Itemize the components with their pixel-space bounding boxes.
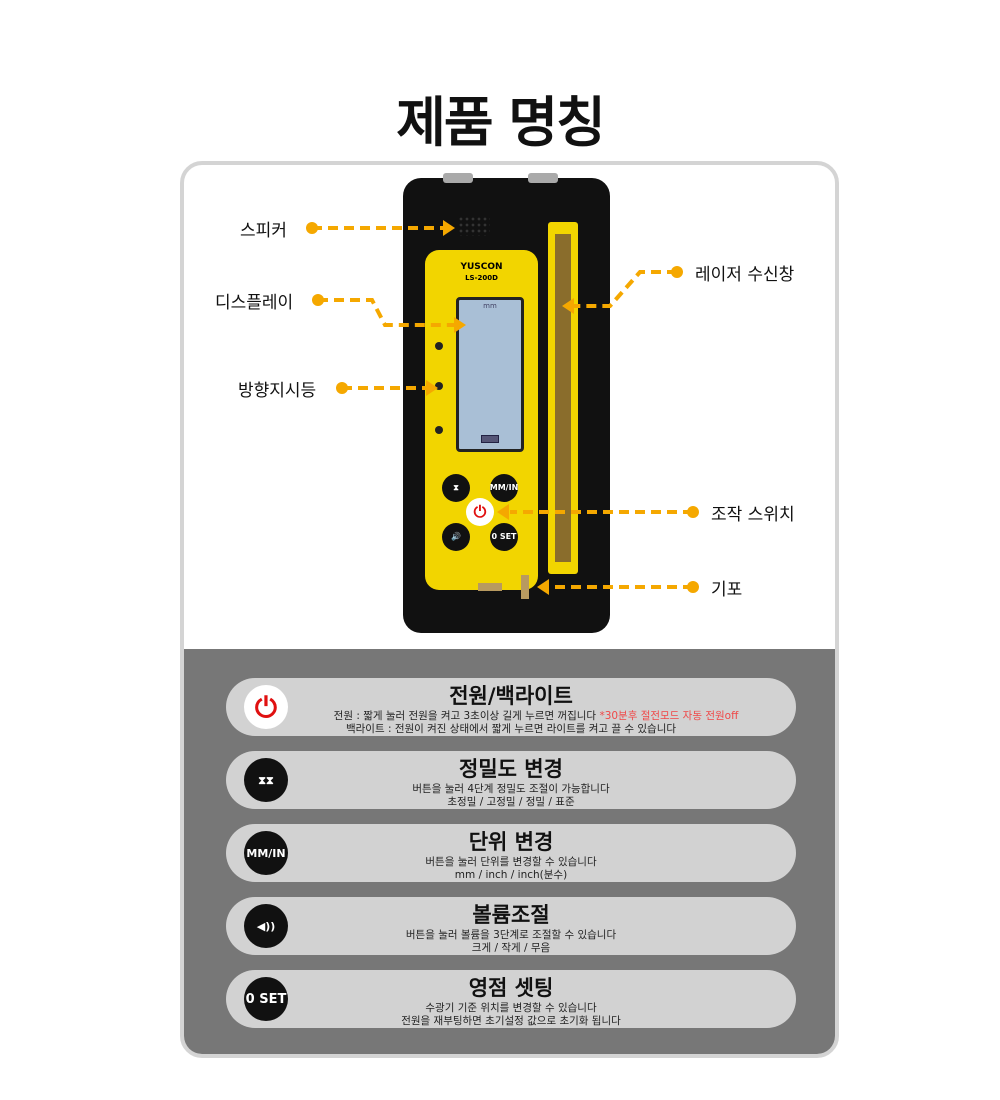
feature-desc: 수광기 기준 위치를 변경할 수 있습니다 [425,1002,597,1014]
feature-title: 정밀도 변경 [459,757,563,781]
model-name: LS-200D [465,274,498,282]
feature-title: 전원/백라이트 [449,684,573,708]
unit-readout: mm [483,302,497,310]
brand-logo: YUSCON [460,262,503,272]
feature-desc: 초정밀 / 고정밀 / 정밀 / 표준 [447,796,575,808]
feature-title: 단위 변경 [468,830,554,854]
label-speaker: 스피커 [240,221,287,241]
feature-volume: ◀)) 볼륨조절 버튼을 눌러 볼륨을 3단계로 조절할 수 있습니다 크게 /… [226,897,796,955]
top-knob [528,173,558,183]
label-direction-led: 방향지시등 [238,381,317,401]
volume-icon: ◀)) [244,904,288,948]
feature-zero-set: 0 SET 영점 셋팅 수광기 기준 위치를 변경할 수 있습니다 전원을 재부… [226,970,796,1028]
feature-desc: 버튼을 눌러 단위를 변경할 수 있습니다 [425,856,597,868]
label-laser-window: 레이저 수신창 [695,265,795,285]
label-bubble: 기포 [711,580,743,600]
precision-icon: ⧗⧗ [244,758,288,802]
feature-title: 볼륨조절 [472,903,550,927]
power-button[interactable]: ⏻ [466,498,494,526]
precision-button[interactable]: ⧗ [442,474,470,502]
feature-desc-text: 전원 : 짧게 눌러 전원을 켜고 3초이상 길게 누르면 꺼집니다 [333,710,597,722]
bubble-level [521,575,529,599]
unit-button[interactable]: MM/IN [490,474,518,502]
direction-led [435,382,443,390]
page-title: 제품 명칭 [396,91,606,154]
feature-desc: 크게 / 작게 / 무음 [471,942,551,954]
feature-desc: 버튼을 눌러 4단계 정밀도 조절이 가능합니다 [412,783,610,795]
feature-note: *30분후 절전모드 자동 전원off [599,710,739,722]
direction-led [435,342,443,350]
zero-set-button[interactable]: 0 SET [490,523,518,551]
lcd-display: mm [456,297,524,452]
direction-led [435,426,443,434]
feature-desc: 전원 : 짧게 눌러 전원을 켜고 3초이상 길게 누르면 꺼집니다 *30분후… [226,708,796,723]
bubble-level [478,583,502,591]
feature-desc: mm / inch / inch(분수) [454,869,568,881]
feature-section: ⏻ 전원/백라이트 전원 : 짧게 눌러 전원을 켜고 3초이상 길게 누르면 … [184,649,835,1054]
label-display: 디스플레이 [215,293,294,313]
feature-desc: 버튼을 눌러 볼륨을 3단계로 조절할 수 있습니다 [405,929,617,941]
feature-title: 영점 셋팅 [468,976,554,1000]
feature-precision: ⧗⧗ 정밀도 변경 버튼을 눌러 4단계 정밀도 조절이 가능합니다 초정밀 /… [226,751,796,809]
label-control-switch: 조작 스위치 [711,505,795,525]
laser-receiver-device: YUSCON LS-200D mm ⧗ MM/IN ⏻ 🔊 0 SET [403,173,610,633]
feature-desc: 백라이트 : 전원이 켜진 상태에서 짧게 누르면 라이트를 켜고 끌 수 있습… [345,723,677,735]
feature-unit: MM/IN 단위 변경 버튼을 눌러 단위를 변경할 수 있습니다 mm / i… [226,824,796,882]
battery-icon [481,435,499,443]
feature-desc: 전원을 재부팅하면 초기설정 값으로 초기화 됩니다 [401,1015,621,1027]
feature-power: ⏻ 전원/백라이트 전원 : 짧게 눌러 전원을 켜고 3초이상 길게 누르면 … [226,678,796,736]
mm-in-icon: MM/IN [244,831,288,875]
power-icon: ⏻ [244,685,288,729]
top-knob [443,173,473,183]
zero-set-icon: 0 SET [244,977,288,1021]
speaker-grille [458,216,490,236]
front-panel: YUSCON LS-200D mm ⧗ MM/IN ⏻ 🔊 0 SET [425,250,538,590]
volume-button[interactable]: 🔊 [442,523,470,551]
laser-window [548,222,578,574]
